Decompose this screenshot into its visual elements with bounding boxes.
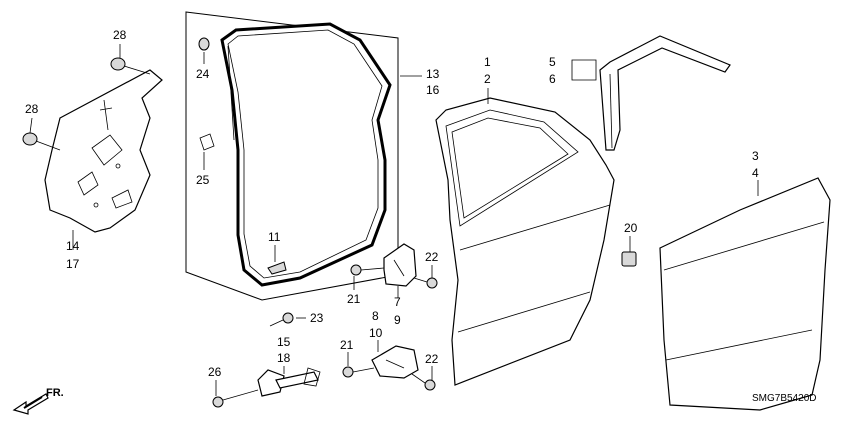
callout-6: 6 — [549, 72, 556, 86]
callout-7: 7 — [394, 295, 401, 309]
callout-21-upper: 21 — [347, 292, 361, 306]
grommet-20 — [621, 251, 637, 267]
door-outer-skin-part — [659, 177, 831, 411]
door-weatherstrip-part — [220, 22, 392, 287]
bolt-22-lower — [411, 373, 436, 391]
callout-22-lower: 22 — [425, 352, 439, 366]
callout-20: 20 — [624, 221, 638, 235]
clip-25 — [199, 133, 215, 151]
bolt-23 — [269, 312, 294, 327]
callout-14: 14 — [66, 239, 80, 253]
rear-door-part — [435, 97, 615, 386]
bolt-21-upper — [350, 264, 385, 276]
clip-24 — [198, 37, 210, 51]
clip-11 — [267, 261, 287, 275]
door-checker-part — [257, 367, 321, 397]
callout-16: 16 — [426, 83, 440, 97]
callout-18: 18 — [277, 351, 291, 365]
callout-11: 11 — [268, 230, 281, 244]
callout-3: 3 — [752, 149, 759, 163]
upper-hinge-part — [383, 243, 417, 287]
clip-28-upper — [110, 57, 151, 75]
callout-1: 1 — [484, 55, 491, 69]
water-shield-part — [44, 69, 163, 233]
callout-13: 13 — [426, 67, 440, 81]
callout-8: 8 — [372, 309, 379, 323]
callout-22-upper: 22 — [425, 250, 439, 264]
bolt-22-upper — [413, 277, 438, 289]
lower-hinge-part — [371, 345, 419, 379]
front-direction-arrow-icon — [12, 393, 49, 415]
bolt-21-lower — [342, 366, 375, 378]
callout-9: 9 — [394, 313, 401, 327]
bolt-26 — [212, 389, 259, 408]
callout-10: 10 — [369, 326, 383, 340]
sash-molding-part — [599, 35, 731, 151]
callout-26: 26 — [208, 365, 222, 379]
callout-15: 15 — [277, 335, 291, 349]
diagram-code: SMG7B5420D — [752, 393, 816, 404]
weatherstrip-group-box — [185, 11, 399, 301]
callout-4: 4 — [752, 166, 759, 180]
callout-17: 17 — [66, 257, 80, 271]
callout-2: 2 — [484, 72, 491, 86]
callout-24: 24 — [196, 67, 210, 81]
leader-lines — [29, 44, 759, 396]
callout-25: 25 — [196, 173, 210, 187]
callout-28-upper: 28 — [113, 28, 127, 42]
callout-5: 5 — [549, 55, 556, 69]
callout-28-lower: 28 — [25, 102, 39, 116]
callout-23: 23 — [310, 311, 324, 325]
callout-21-lower: 21 — [340, 338, 354, 352]
front-indicator-label: FR. — [46, 387, 64, 399]
